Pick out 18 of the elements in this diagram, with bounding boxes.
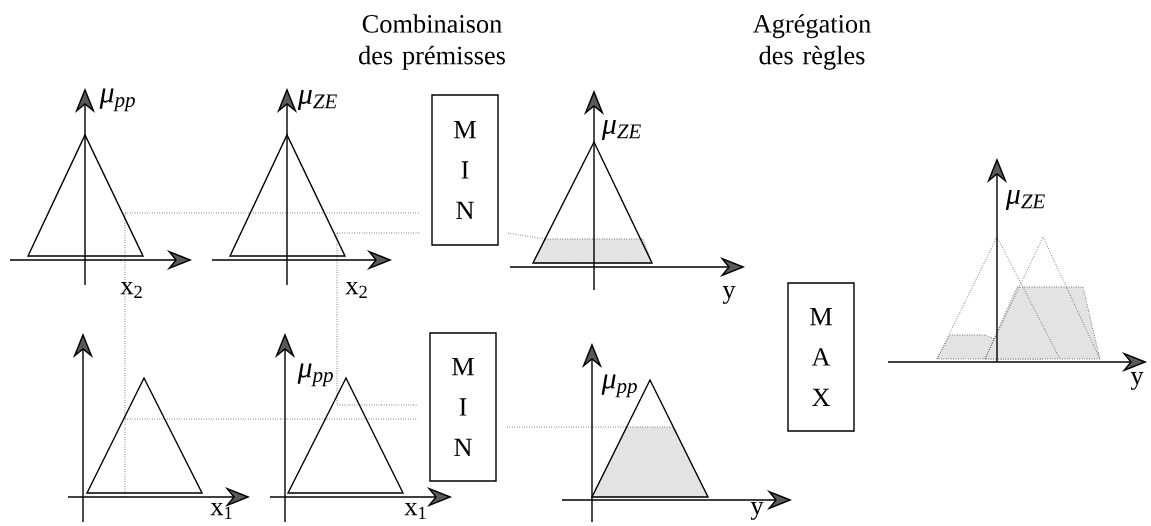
axis-label: y (1130, 372, 1144, 390)
axis-label: μ$_{ZE}$ (601, 119, 641, 141)
operator-box: M I N (431, 94, 499, 246)
axis-label: μ$_{ZE}$ (297, 89, 337, 111)
axis-label: x$_{2}$ (120, 282, 142, 298)
axis-label: x$_{1}$ (404, 503, 426, 519)
axis-label: x$_{1}$ (210, 503, 232, 519)
axis-label: μ$_{pp}$ (99, 88, 135, 112)
axis-label: y (750, 502, 764, 520)
heading: Agrégation des règles (752, 14, 871, 70)
axis-label: x$_{2}$ (345, 282, 367, 298)
operator-box: M A X (787, 282, 855, 432)
axis-label: μ$_{pp}$ (297, 363, 333, 387)
axis-label: y (722, 286, 736, 304)
axis-label: μ$_{pp}$ (601, 374, 637, 398)
heading: Combinaison des prémisses (359, 14, 505, 70)
axis-label: μ$_{ZE}$ (1005, 189, 1045, 211)
operator-box: M I N (429, 332, 497, 482)
